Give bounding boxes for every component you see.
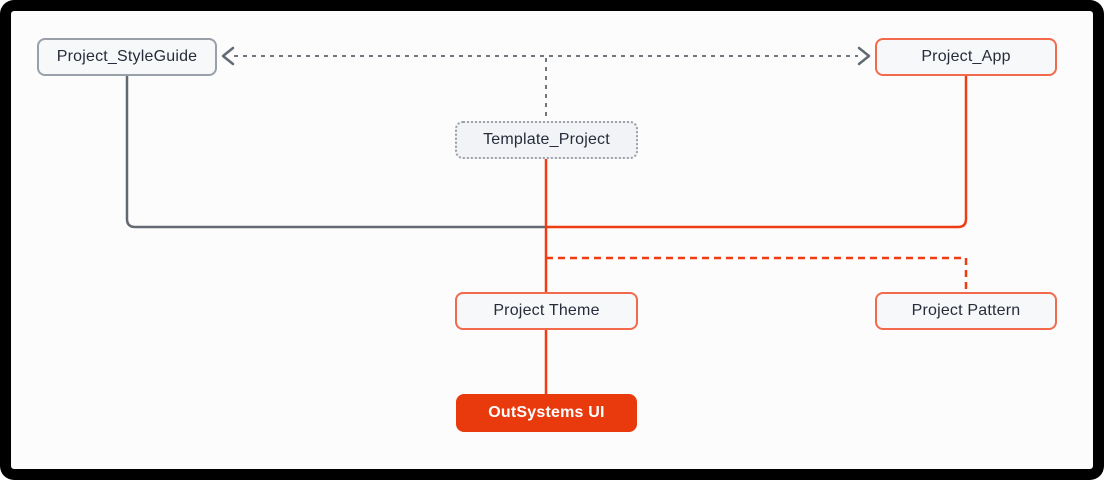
edge-theme-to-pattern-dashed xyxy=(546,256,968,291)
node-project-theme: Project Theme xyxy=(455,292,638,330)
node-project-app: Project_App xyxy=(875,38,1057,76)
node-template-project: Template_Project xyxy=(455,121,638,159)
node-project-styleguide: Project_StyleGuide xyxy=(37,38,217,76)
node-project-pattern: Project Pattern xyxy=(875,292,1057,330)
node-project-theme-label: Project Theme xyxy=(493,302,600,319)
node-project-pattern-label: Project Pattern xyxy=(911,302,1021,319)
node-project-styleguide-label: Project_StyleGuide xyxy=(56,48,198,65)
node-template-project-label: Template_Project xyxy=(483,131,610,148)
edge-app-to-theme xyxy=(546,76,968,229)
arrowhead-right-icon xyxy=(857,46,871,66)
node-outsystems-ui: OutSystems UI xyxy=(456,394,637,432)
arrowhead-left-icon xyxy=(221,46,235,66)
edge-styleguide-to-theme xyxy=(125,76,546,229)
node-project-app-label: Project_App xyxy=(921,48,1011,65)
node-outsystems-ui-label: OutSystems UI xyxy=(488,404,605,421)
